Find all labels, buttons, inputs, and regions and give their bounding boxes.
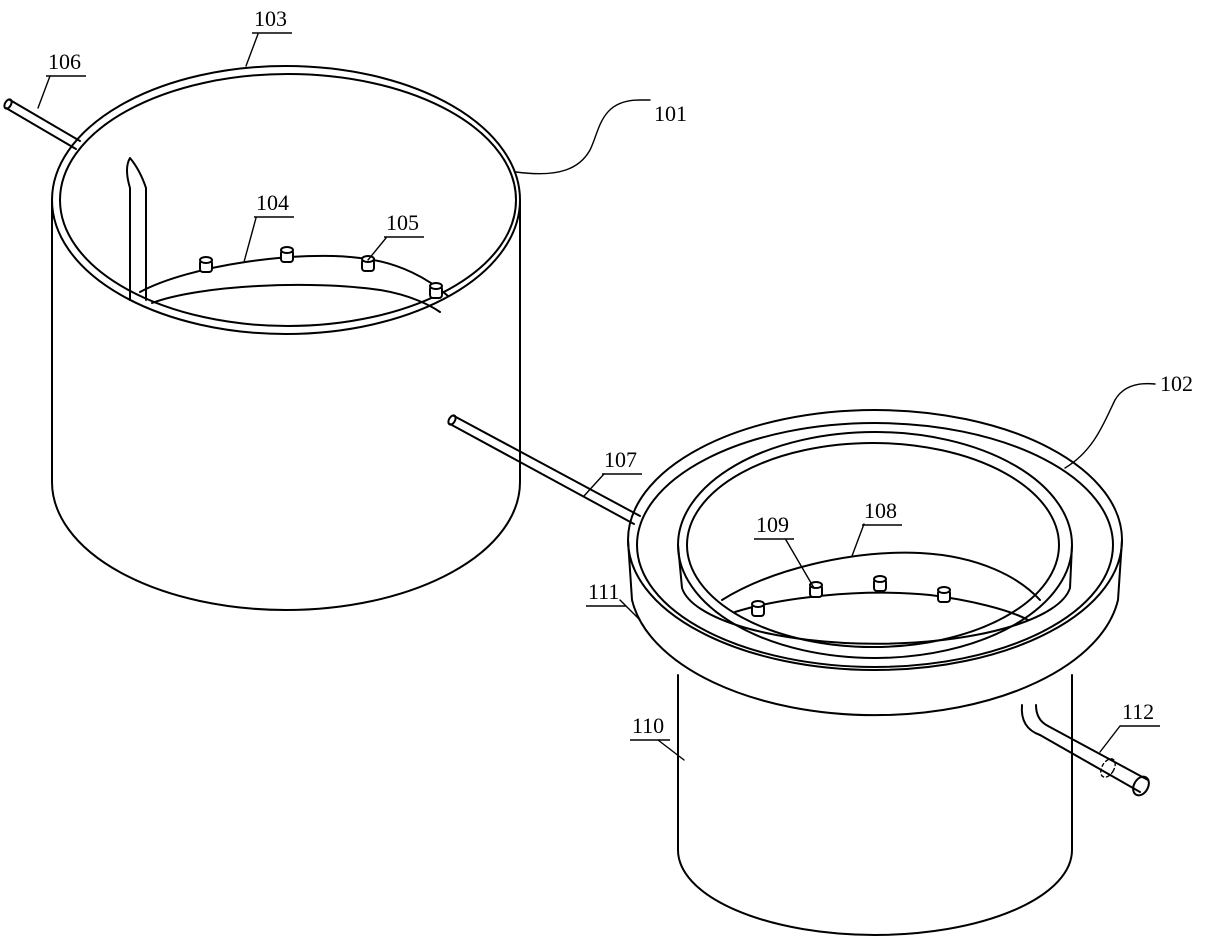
label-107: 107 xyxy=(604,447,637,472)
label-109: 109 xyxy=(756,512,789,537)
inner-ring-104 xyxy=(139,254,449,297)
label-111: 111 xyxy=(588,579,619,604)
leader-111 xyxy=(619,599,641,621)
inner-cup-108-outer xyxy=(677,431,1073,659)
vessel-101-outer-rim xyxy=(51,65,521,335)
label-103: 103 xyxy=(254,6,287,31)
vessel-102 xyxy=(627,409,1150,936)
label-105: 105 xyxy=(386,210,419,235)
flange-111-inner xyxy=(636,422,1114,668)
vessel-101 xyxy=(3,65,521,611)
leader-103 xyxy=(245,33,259,67)
inner-ring-109-opening xyxy=(734,591,1029,621)
nozzle xyxy=(751,600,765,617)
leader-108 xyxy=(851,523,865,557)
leader-112 xyxy=(1099,725,1121,753)
leader-104 xyxy=(243,217,257,263)
nozzle xyxy=(280,246,294,263)
flange-111-outer xyxy=(627,409,1123,671)
nozzle xyxy=(361,255,375,272)
outlet-pipe-112 xyxy=(1020,704,1150,797)
nozzle xyxy=(937,586,951,603)
inner-cup-108-inner xyxy=(686,442,1060,648)
pipe-section-mark xyxy=(1100,758,1116,778)
label-104: 104 xyxy=(256,190,289,215)
label-110: 110 xyxy=(632,713,664,738)
label-112: 112 xyxy=(1122,699,1154,724)
reference-labels: 101 102 103 104 105 106 107 108 109 110 … xyxy=(46,6,1193,741)
label-101: 101 xyxy=(654,101,687,126)
connecting-pipe-107 xyxy=(447,414,641,525)
vessel-101-body xyxy=(51,199,521,611)
label-108: 108 xyxy=(864,498,897,523)
inner-ring-109 xyxy=(721,551,1041,601)
inner-cup-108-wall xyxy=(677,544,1073,645)
lower-body-110 xyxy=(677,674,1073,936)
nozzle xyxy=(199,256,213,273)
inlet-pipe-106 xyxy=(3,98,81,150)
vessel-101-inner-rim xyxy=(59,73,517,327)
leader-107 xyxy=(583,473,605,497)
leader-106 xyxy=(37,75,51,109)
flange-111 xyxy=(627,539,1123,717)
inner-ring-104-opening xyxy=(151,283,441,313)
label-106: 106 xyxy=(48,49,81,74)
leader-lines xyxy=(37,33,1156,761)
nozzles-105 xyxy=(199,246,443,299)
label-102: 102 xyxy=(1160,371,1193,396)
leader-110 xyxy=(657,739,685,761)
leader-109 xyxy=(785,539,815,589)
nozzle xyxy=(873,575,887,592)
leader-105 xyxy=(367,237,387,261)
leader-101 xyxy=(515,99,651,175)
leader-102 xyxy=(1064,382,1156,469)
nozzle xyxy=(429,282,443,299)
nozzles-109 xyxy=(751,575,951,617)
inner-pipe xyxy=(126,157,147,301)
